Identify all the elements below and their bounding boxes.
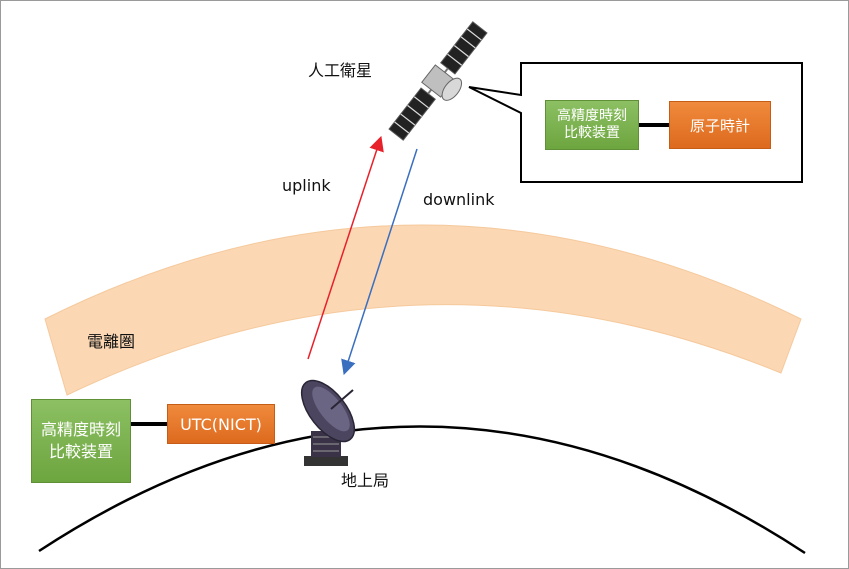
ground-clock-box: UTC(NICT) [167, 404, 275, 444]
satellite-comparator-box: 高精度時刻 比較装置 [545, 100, 639, 150]
ground-clock-label: UTC(NICT) [180, 415, 262, 434]
ionosphere-band [45, 225, 801, 395]
ground-station-label: 地上局 [341, 467, 389, 491]
earth-surface [39, 426, 805, 553]
satellite-clock-label: 原子時計 [690, 115, 750, 136]
ionosphere-label: 電離圏 [87, 328, 135, 352]
uplink-label: uplink [282, 176, 331, 195]
satellite-label: 人工衛星 [308, 57, 372, 81]
ground-comparator-box: 高精度時刻 比較装置 [31, 399, 131, 483]
satellite-clock-box: 原子時計 [669, 101, 771, 149]
downlink-label: downlink [423, 190, 494, 209]
ground-comparator-label: 高精度時刻 比較装置 [41, 419, 121, 462]
ground-station-dish-icon [292, 372, 365, 466]
satellite-comparator-label: 高精度時刻 比較装置 [557, 108, 627, 143]
satellite-icon [387, 20, 498, 149]
